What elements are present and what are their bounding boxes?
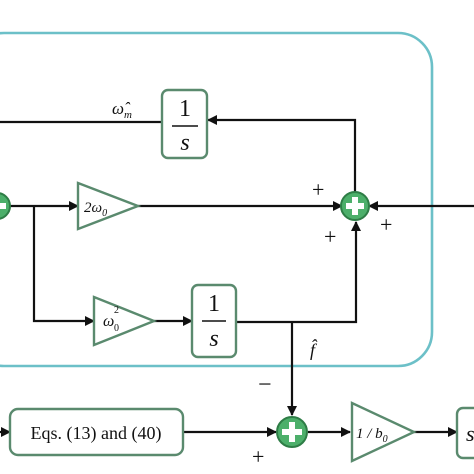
sign-main-right: + <box>380 212 392 237</box>
omega-hat-m-subscript: m <box>124 109 132 121</box>
gain-w0sq-label: ω <box>103 313 114 330</box>
gain-inv-b0-subscript: 0 <box>383 434 388 445</box>
observer-boundary <box>0 31 434 368</box>
integrator-top-denominator: s <box>180 130 189 156</box>
svg-text:1 / b0: 1 / b0 <box>356 426 388 445</box>
sign-lower-top: − <box>258 372 272 398</box>
output-block: s <box>455 406 474 460</box>
sign-lower-bottom: + <box>252 444 264 469</box>
wire-branch-to-w0sq <box>32 206 95 326</box>
sum-junction-lower <box>276 416 308 448</box>
eqs-block-label: Eqs. (13) and (40) <box>31 423 162 444</box>
sum-junction-main <box>340 191 370 221</box>
svg-text:2ω0: 2ω0 <box>84 200 107 219</box>
wire-fhat-to-sum <box>236 221 361 324</box>
f-hat-label: f̂ <box>310 339 318 360</box>
gain-2w0-subscript: 0 <box>102 208 107 219</box>
integrator-top: 1 s <box>160 88 209 160</box>
wire-sum-to-top-integrator <box>207 115 357 193</box>
gain-inv-b0-label: 1 / b <box>356 426 383 442</box>
gain-2w0: 2ω0 <box>76 181 142 231</box>
sum-junction-left-partial <box>0 192 11 220</box>
integrator-mid-numerator: 1 <box>208 291 220 317</box>
gain-w0sq-subscript: 0 <box>114 323 119 334</box>
gain-w0-squared: ω 2 0 <box>92 295 158 347</box>
eqs-block: Eqs. (13) and (40) <box>8 407 185 457</box>
integrator-mid: 1 s <box>190 283 238 359</box>
integrator-mid-denominator: s <box>209 326 218 352</box>
gain-2w0-label: 2ω <box>84 200 102 216</box>
gain-inv-b0: 1 / b0 <box>350 401 417 463</box>
integrator-top-numerator: 1 <box>179 96 191 122</box>
sign-main-bottom: + <box>324 224 336 249</box>
omega-hat-m-label: ω̂m <box>112 99 132 121</box>
gain-w0sq-superscript: 2 <box>114 305 119 316</box>
output-block-label: s <box>466 421 474 446</box>
sign-main-top: + <box>312 177 324 202</box>
